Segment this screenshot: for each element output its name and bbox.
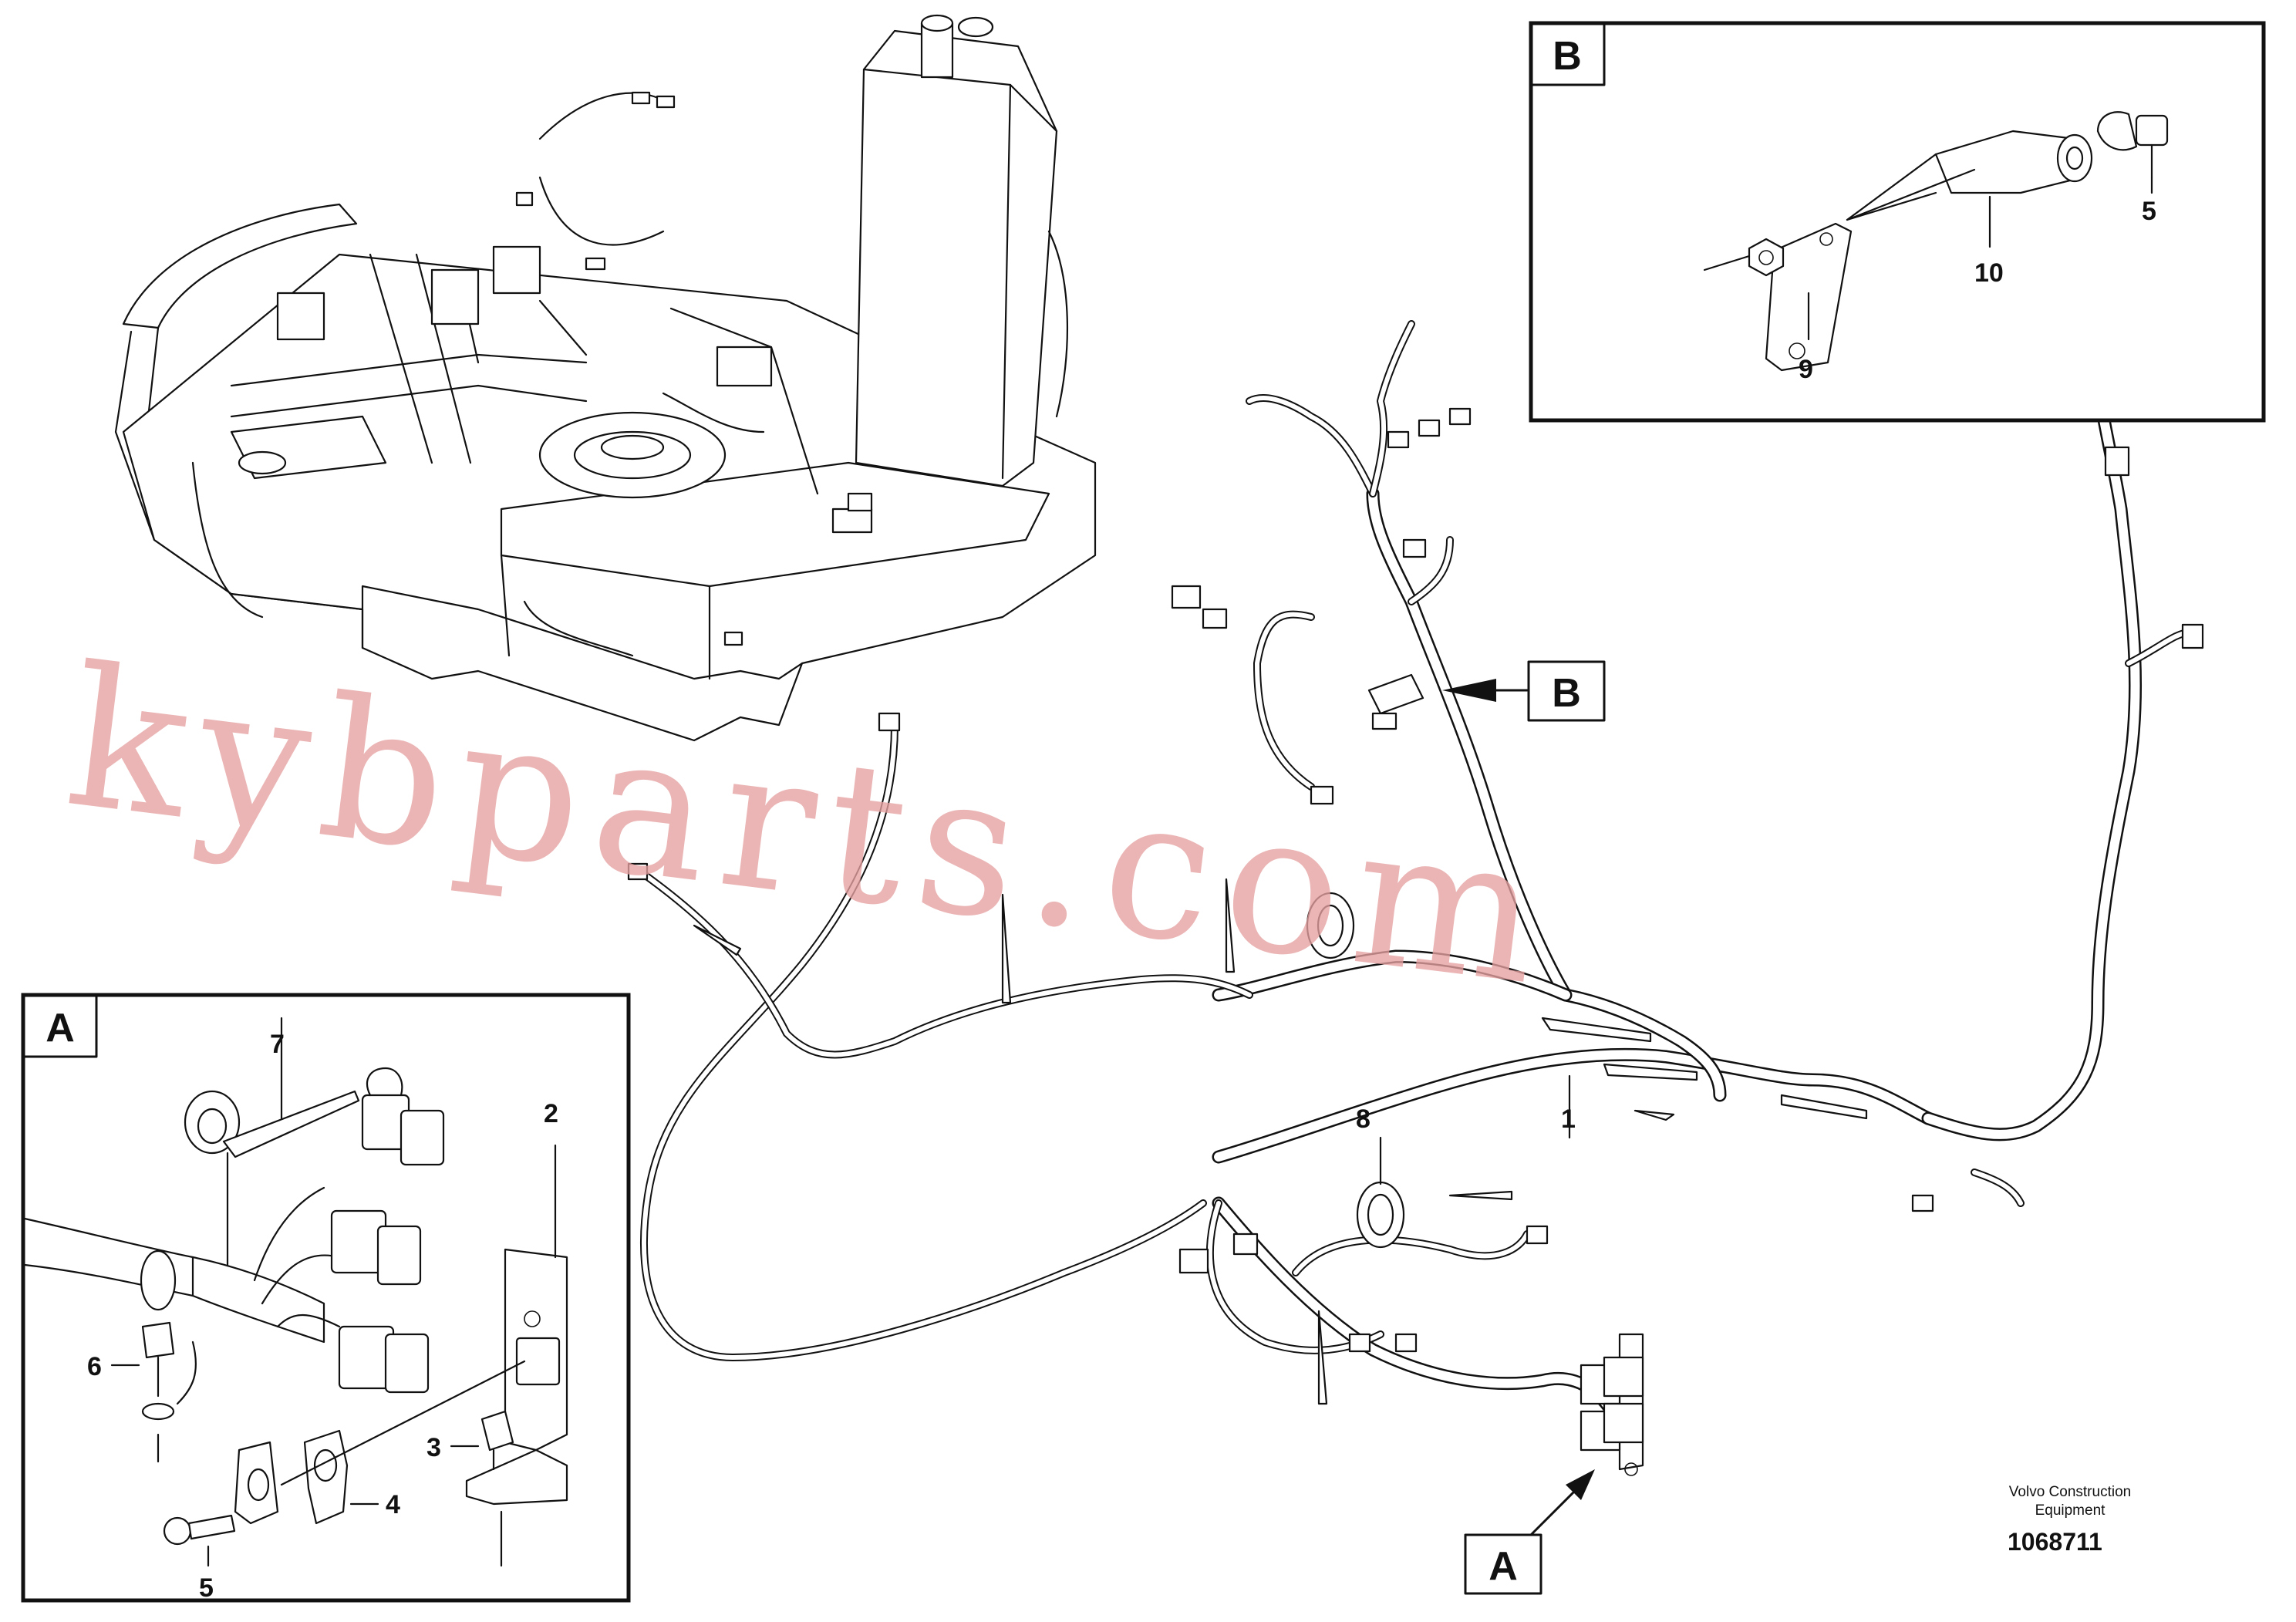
callout-8: 8 <box>1356 1104 1371 1134</box>
detail-box-a-letter: A <box>46 1006 75 1050</box>
view-marker-a-letter: A <box>1489 1544 1518 1589</box>
callout-5-detail-b: 5 <box>2142 197 2156 226</box>
view-marker-b-letter: B <box>1552 671 1581 716</box>
callout-7: 7 <box>270 1030 285 1059</box>
callout-9: 9 <box>1799 355 1813 384</box>
credit-company-line2: Equipment <box>2035 1502 2106 1519</box>
watermark: kybparts.com <box>57 625 1564 1029</box>
detail-box-b-letter: B <box>1553 34 1582 79</box>
callout-1: 1 <box>1561 1104 1576 1134</box>
view-marker-b: B <box>1442 660 1606 722</box>
detail-box-b: B 5 10 9 <box>1529 21 2266 423</box>
callout-10: 10 <box>1974 258 2004 288</box>
callout-4: 4 <box>386 1490 400 1519</box>
drawing-number: 1068711 <box>2008 1528 2102 1556</box>
main-wiring-harness <box>627 320 2204 1418</box>
relay-bracket-assembly <box>1580 1333 1644 1476</box>
machine-frame-illustration <box>114 14 1097 742</box>
view-marker-a: A <box>1464 1469 1595 1595</box>
callout-3: 3 <box>426 1433 441 1462</box>
callout-2: 2 <box>544 1099 558 1128</box>
callout-6: 6 <box>87 1352 102 1381</box>
drawing-credit: Volvo Construction Equipment 1068711 <box>2008 1484 2131 1556</box>
detail-box-a: A 7 2 3 <box>21 993 631 1603</box>
callout-5-detail-a: 5 <box>199 1573 214 1603</box>
watermark-text: kybparts.com <box>57 625 1564 1029</box>
main-callouts: 1 8 <box>1356 1074 1576 1185</box>
credit-company-line1: Volvo Construction <box>2009 1484 2131 1500</box>
